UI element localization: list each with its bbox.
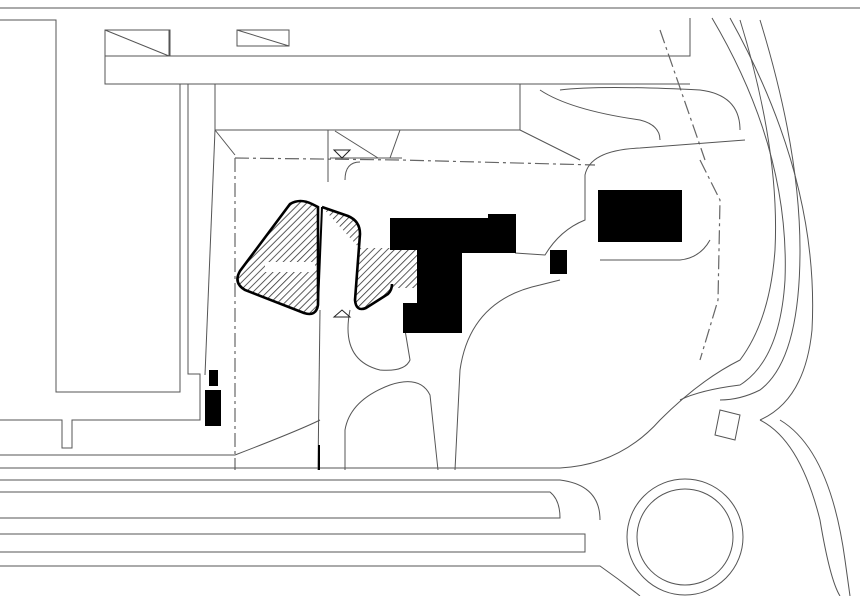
context-lines: [0, 7, 860, 449]
small-structures: [104, 29, 290, 57]
existing-buildings: [205, 190, 682, 470]
skylight: [265, 262, 315, 272]
new-building-hatched: [236, 199, 417, 318]
kiosk: [550, 250, 567, 274]
paths: [0, 87, 746, 471]
building-east: [598, 190, 682, 242]
site-boundary: [234, 29, 721, 470]
entrance-arrow-icon: [332, 309, 352, 318]
shed-small: [209, 370, 218, 386]
entrance-ramp: [327, 130, 402, 182]
main-building: [390, 214, 516, 333]
pod-left: [236, 199, 320, 316]
shed: [205, 390, 221, 426]
roads: [0, 17, 851, 596]
entrance-arrow-icon: [332, 149, 352, 159]
